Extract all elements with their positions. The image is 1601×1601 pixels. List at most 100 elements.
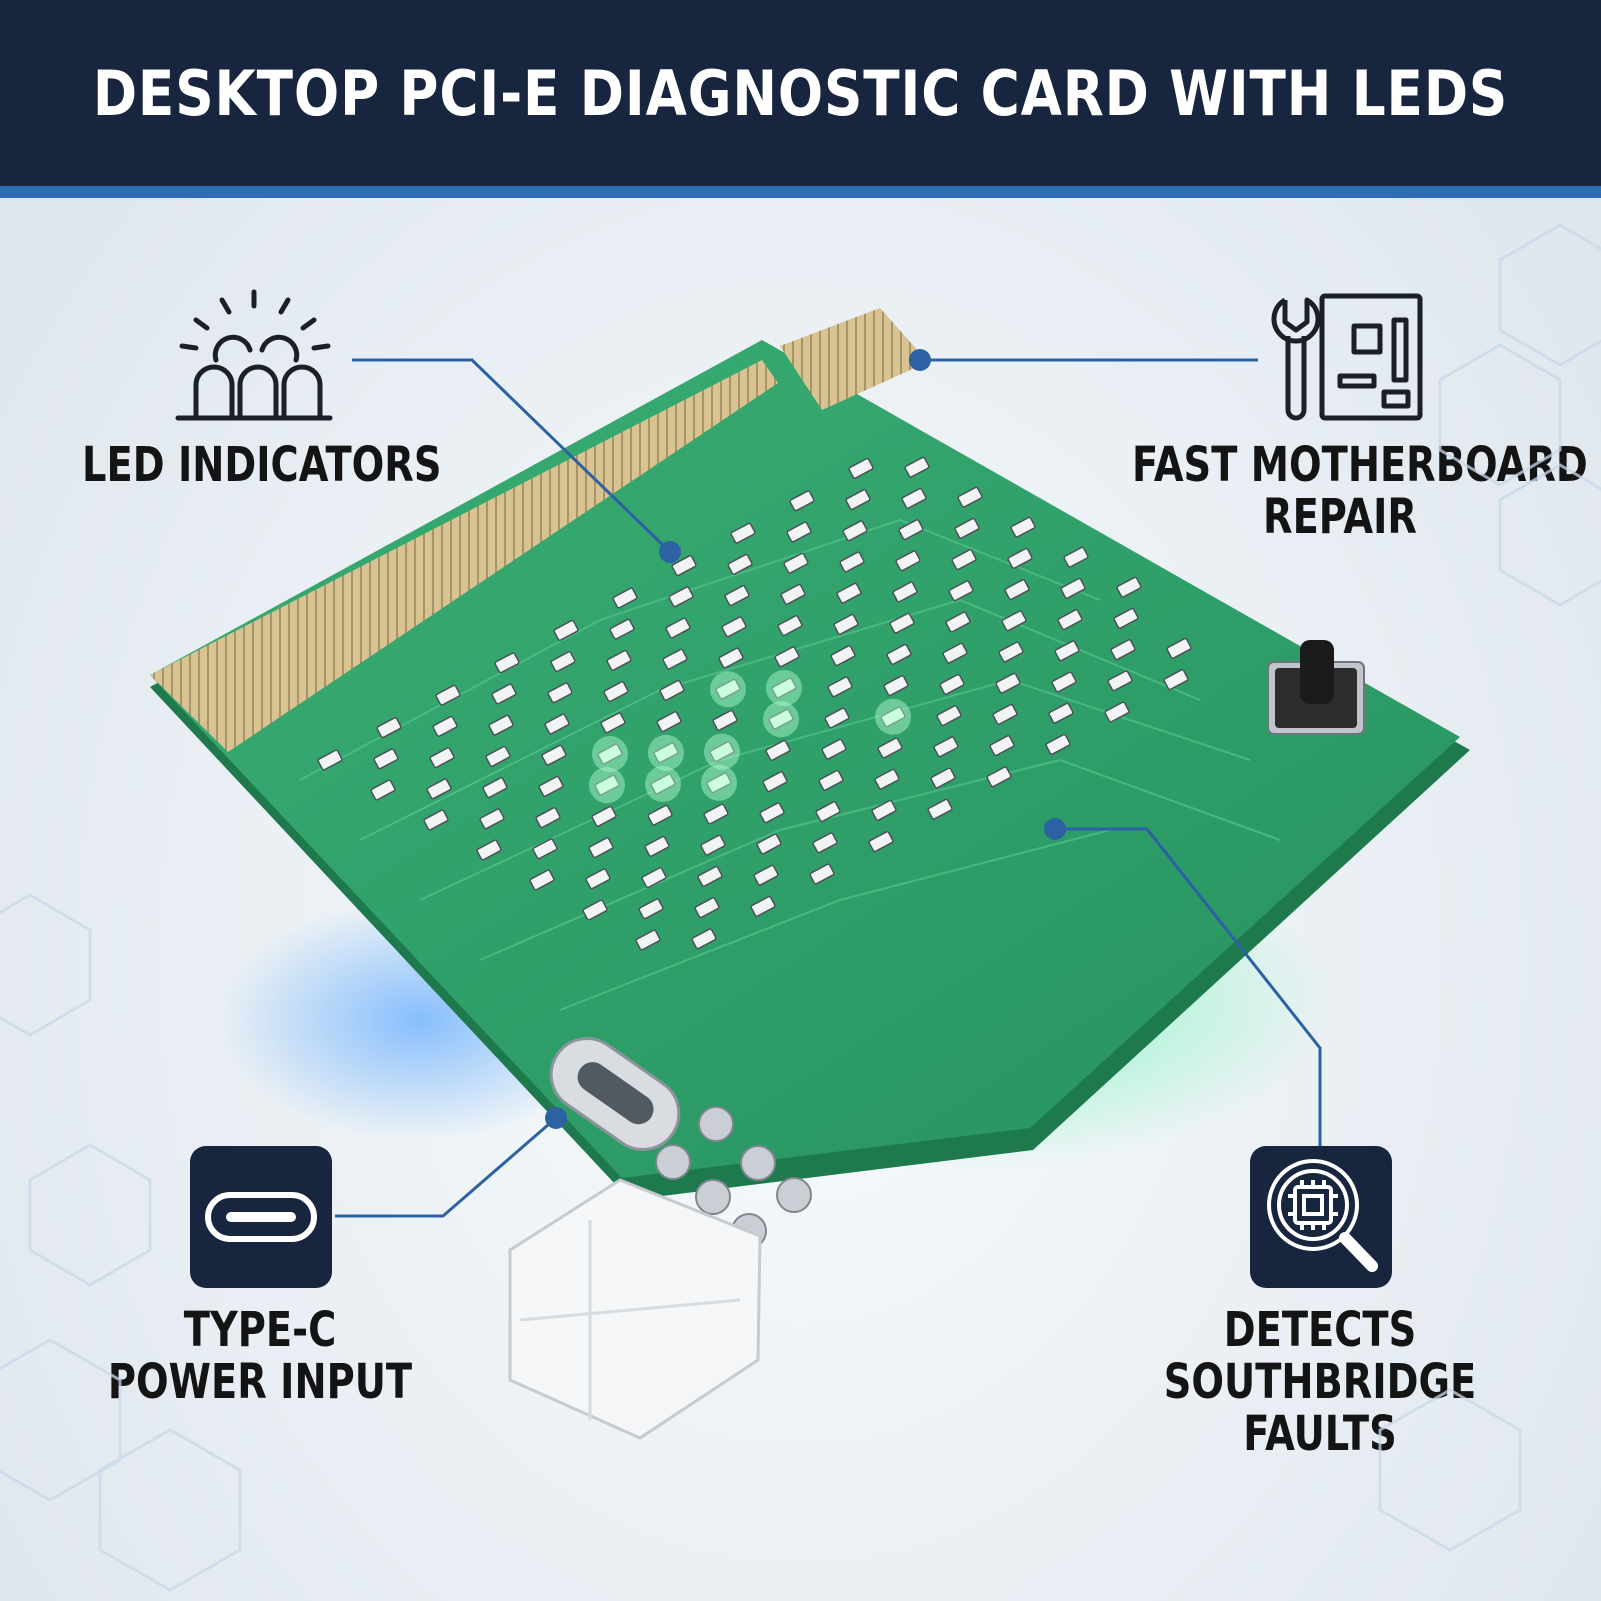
led <box>753 864 779 886</box>
led <box>942 642 968 664</box>
led <box>609 618 635 640</box>
led <box>886 643 912 665</box>
led <box>547 682 573 704</box>
header-banner <box>0 0 1601 186</box>
led <box>874 768 900 790</box>
led <box>789 490 815 512</box>
led <box>824 707 850 729</box>
led <box>644 835 670 857</box>
led <box>724 585 750 607</box>
label-detect-line2: SOUTHBRIDGE <box>1163 1353 1477 1410</box>
led <box>482 777 508 799</box>
led <box>812 832 838 854</box>
led <box>1166 637 1192 659</box>
led <box>532 838 558 860</box>
led-array-icon <box>175 289 333 421</box>
led <box>1048 702 1074 724</box>
callout-lines <box>335 358 1322 1218</box>
led <box>1057 609 1083 631</box>
led-lit <box>594 774 620 796</box>
led-lit <box>706 772 732 794</box>
led <box>930 767 956 789</box>
led <box>426 778 452 800</box>
led <box>777 615 803 637</box>
led-glow <box>875 698 911 735</box>
led <box>479 808 505 830</box>
led <box>553 619 579 641</box>
led <box>1004 579 1030 601</box>
led <box>836 582 862 604</box>
led <box>538 775 564 797</box>
led <box>612 587 638 609</box>
led <box>1063 546 1089 568</box>
led-lit <box>771 677 797 699</box>
led <box>809 863 835 885</box>
led <box>603 681 629 703</box>
led <box>550 651 576 673</box>
led <box>668 586 694 608</box>
led <box>647 804 673 826</box>
led-glow <box>710 671 746 708</box>
led <box>818 769 844 791</box>
led <box>1054 640 1080 662</box>
led-glow <box>648 734 684 771</box>
led <box>786 521 812 543</box>
led-lit <box>653 742 679 764</box>
led <box>868 831 894 853</box>
label-fast-motherboard-repair: FAST MOTHERBOARD REPAIR <box>1132 439 1588 544</box>
led <box>954 517 980 539</box>
led <box>927 798 953 820</box>
led <box>600 712 626 734</box>
led <box>783 552 809 574</box>
led <box>588 837 614 859</box>
led <box>700 834 726 856</box>
led <box>691 928 717 950</box>
led <box>889 612 915 634</box>
led-glow <box>645 766 681 802</box>
led <box>1104 701 1130 723</box>
led <box>939 673 965 695</box>
label-led-line1: LED INDICATORS <box>82 437 442 493</box>
power-connector <box>508 1178 762 1440</box>
hexagon-background-decoration <box>0 223 1601 1592</box>
label-detect-line1: DETECTS <box>1223 1302 1417 1358</box>
reset-button-icon <box>1267 640 1365 735</box>
led <box>656 711 682 733</box>
led <box>904 456 930 478</box>
led <box>317 749 343 771</box>
led <box>491 683 517 705</box>
led <box>1113 607 1139 629</box>
label-typec-line2: POWER INPUT <box>107 1353 413 1410</box>
chip-magnifier-icon <box>1267 1159 1378 1272</box>
led-lit <box>880 706 906 728</box>
detect-callout-dot <box>1044 818 1066 840</box>
led-glow <box>589 767 625 804</box>
page-title: DESKTOP PCI-E DIAGNOSTIC CARD WITH LEDS <box>92 56 1509 130</box>
product-illustration <box>0 223 1601 1592</box>
led-lit <box>709 741 735 763</box>
led <box>1163 669 1189 691</box>
led <box>429 747 455 769</box>
led <box>898 519 924 541</box>
led <box>718 647 744 669</box>
led <box>730 522 756 544</box>
led <box>582 899 608 921</box>
led <box>827 676 853 698</box>
led <box>727 553 753 575</box>
led <box>370 779 396 801</box>
led-callout-dot <box>659 541 681 563</box>
led <box>883 675 909 697</box>
led <box>376 717 402 739</box>
led <box>945 611 971 633</box>
pcie-short-contacts <box>780 308 928 410</box>
led-glow <box>766 670 802 706</box>
led <box>659 679 685 701</box>
led <box>721 616 747 638</box>
led <box>641 867 667 889</box>
led <box>750 895 776 917</box>
led <box>936 705 962 727</box>
led <box>1107 670 1133 692</box>
led <box>662 648 688 670</box>
led <box>877 737 903 759</box>
led <box>759 802 785 824</box>
